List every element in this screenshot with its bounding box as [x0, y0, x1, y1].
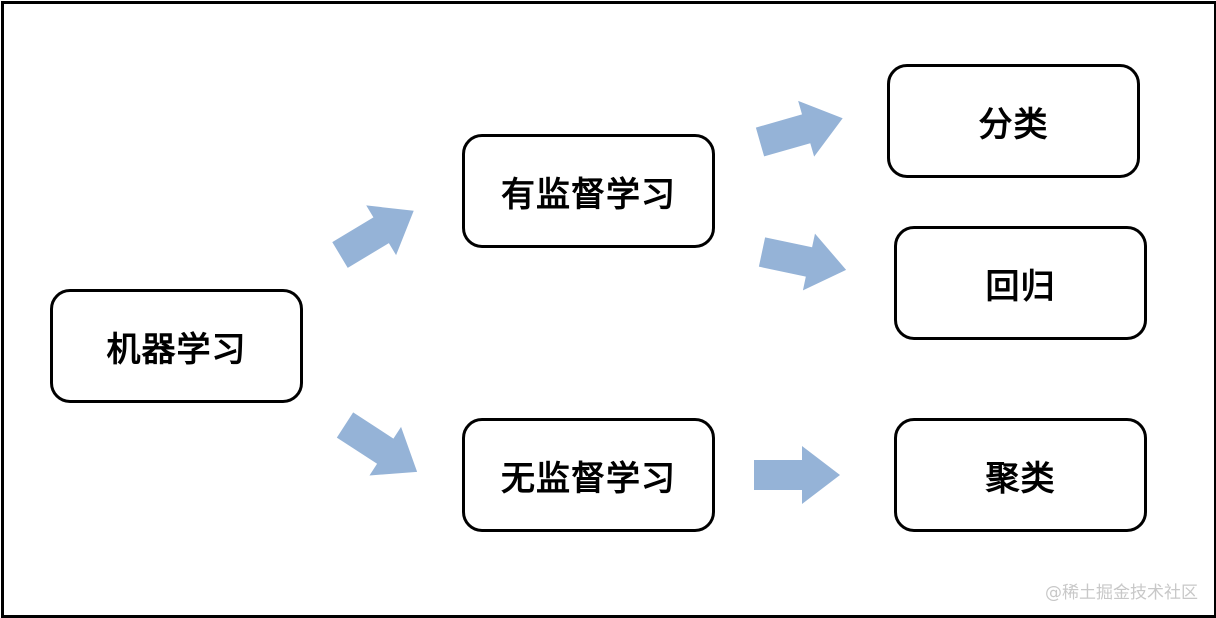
arrow-ml-to-unsupervised — [329, 400, 433, 497]
node-clustering: 聚类 — [894, 418, 1147, 532]
node-label: 机器学习 — [106, 329, 247, 370]
node-classification: 分类 — [887, 64, 1140, 178]
node-label: 聚类 — [985, 458, 1056, 499]
arrow-supervised-to-regression — [755, 223, 853, 299]
node-regression: 回归 — [894, 226, 1147, 340]
node-supervised-learning: 有监督学习 — [462, 134, 715, 248]
node-label: 有监督学习 — [501, 174, 676, 215]
arrow-ml-to-supervised — [325, 185, 429, 280]
node-label: 分类 — [978, 104, 1049, 145]
node-label: 回归 — [985, 266, 1056, 307]
node-machine-learning: 机器学习 — [50, 289, 303, 403]
arrow-supervised-to-classification — [752, 90, 851, 170]
node-label: 无监督学习 — [501, 458, 676, 499]
watermark: @稀土掘金技术社区 — [1045, 583, 1198, 603]
arrow-unsupervised-to-clustering — [754, 446, 840, 504]
node-unsupervised-learning: 无监督学习 — [462, 418, 715, 532]
